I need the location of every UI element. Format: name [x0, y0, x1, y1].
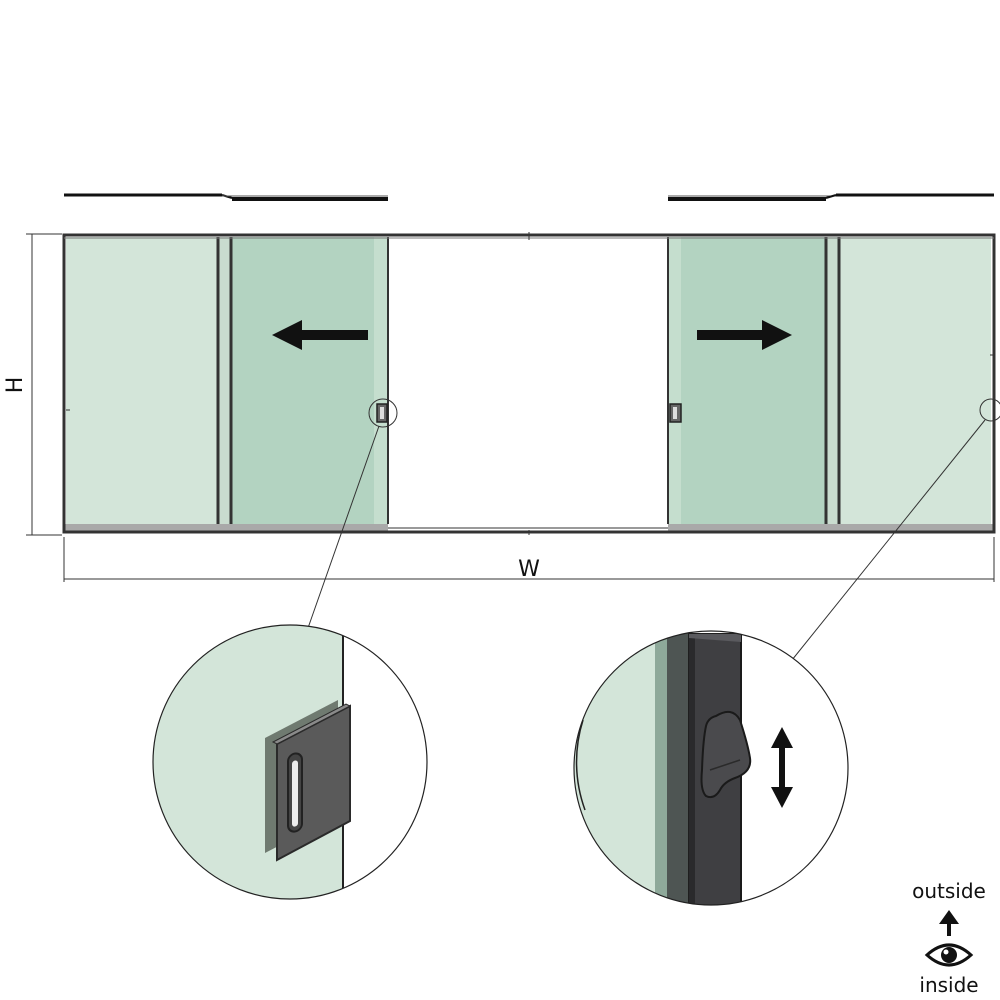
width-dimension: W: [63, 537, 995, 582]
sliding-panel-right: [669, 237, 826, 527]
orientation-legend: outside inside: [912, 879, 986, 997]
height-label: H: [3, 377, 28, 394]
leader-line-left: [307, 425, 380, 629]
top-view-left: [64, 193, 388, 201]
handle-marker-center: [669, 403, 682, 423]
detail-pull-handle: [152, 624, 428, 900]
up-down-arrow-icon: [771, 727, 793, 808]
inside-label: inside: [919, 973, 978, 997]
slide-left-arrow-icon: [272, 320, 368, 350]
door-elevation: [62, 232, 996, 535]
outside-label: outside: [912, 879, 986, 903]
eye-icon: [924, 943, 974, 967]
fixed-panel-left: [66, 237, 219, 527]
sliding-panel-left: [232, 237, 388, 527]
fixed-panel-right: [839, 237, 991, 527]
top-view-right: [668, 193, 994, 201]
detail-lock-lever: [573, 630, 849, 906]
width-label: W: [518, 557, 540, 582]
slide-right-arrow-icon: [697, 320, 792, 350]
arrow-up-icon: [939, 910, 959, 936]
leader-line-right: [791, 419, 986, 661]
height-dimension: H: [3, 233, 62, 536]
handle-marker-left: [368, 398, 398, 428]
lock-marker-right: [979, 398, 1000, 422]
